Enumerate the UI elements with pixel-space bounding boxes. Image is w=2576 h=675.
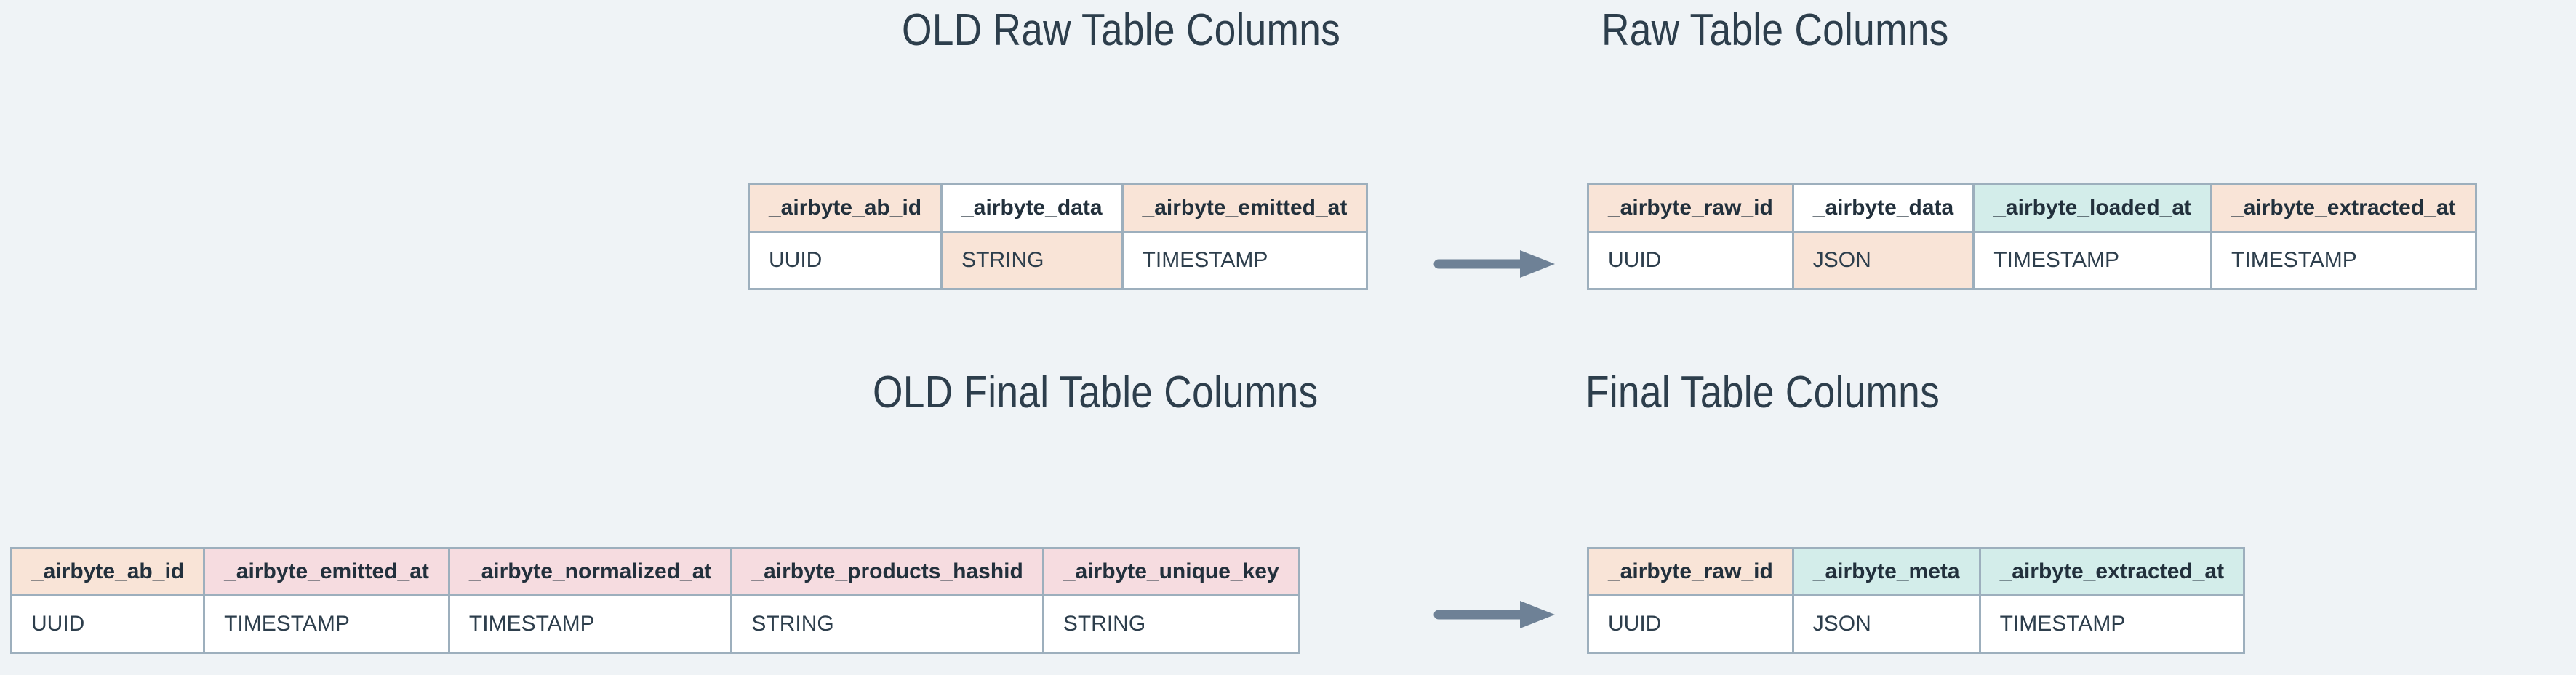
column-type-cell: TIMESTAMP xyxy=(2210,233,2475,288)
table-new-final: _airbyte_raw_id_airbyte_meta_airbyte_ext… xyxy=(1587,547,2246,654)
column-header-cell: _airbyte_data xyxy=(940,185,1121,233)
arrow-right-icon-final xyxy=(1433,598,1559,631)
table-header-row: _airbyte_raw_id_airbyte_data_airbyte_loa… xyxy=(1589,185,2475,233)
column-type-cell: TIMESTAMP xyxy=(1972,233,2211,288)
column-type-cell: UUID xyxy=(1589,233,1792,288)
column-type-cell: JSON xyxy=(1791,596,1979,652)
column-header-cell: _airbyte_normalized_at xyxy=(447,549,731,596)
title-new-raw-table: Raw Table Columns xyxy=(1601,5,1949,55)
column-header-cell: _airbyte_emitted_at xyxy=(203,549,448,596)
column-type-cell: STRING xyxy=(730,596,1042,652)
title-old-raw-table: OLD Raw Table Columns xyxy=(902,5,1341,55)
table-header-row: _airbyte_raw_id_airbyte_meta_airbyte_ext… xyxy=(1589,549,2244,596)
column-type-cell: TIMESTAMP xyxy=(1978,596,2244,652)
column-header-cell: _airbyte_raw_id xyxy=(1589,549,1792,596)
column-header-cell: _airbyte_data xyxy=(1791,185,1973,233)
column-type-cell: JSON xyxy=(1791,233,1973,288)
table-old-final: _airbyte_ab_id_airbyte_emitted_at_airbyt… xyxy=(10,547,1300,654)
column-type-cell: TIMESTAMP xyxy=(1121,233,1367,288)
table-old-raw: _airbyte_ab_id_airbyte_data_airbyte_emit… xyxy=(748,183,1369,290)
column-header-cell: _airbyte_loaded_at xyxy=(1972,185,2211,233)
column-type-cell: UUID xyxy=(750,233,941,288)
column-header-cell: _airbyte_ab_id xyxy=(750,185,941,233)
title-old-final-table: OLD Final Table Columns xyxy=(873,367,1319,418)
column-header-cell: _airbyte_raw_id xyxy=(1589,185,1792,233)
column-header-cell: _airbyte_emitted_at xyxy=(1121,185,1367,233)
column-type-cell: STRING xyxy=(1041,596,1298,652)
title-new-final-table: Final Table Columns xyxy=(1585,367,1940,418)
column-header-cell: _airbyte_extracted_at xyxy=(2210,185,2475,233)
column-type-cell: TIMESTAMP xyxy=(203,596,448,652)
column-type-cell: UUID xyxy=(1589,596,1792,652)
arrow-right-icon-raw xyxy=(1433,247,1559,281)
column-type-cell: STRING xyxy=(940,233,1121,288)
column-header-cell: _airbyte_products_hashid xyxy=(730,549,1042,596)
column-type-cell: UUID xyxy=(12,596,204,652)
column-header-cell: _airbyte_ab_id xyxy=(12,549,204,596)
column-type-cell: TIMESTAMP xyxy=(447,596,731,652)
column-header-cell: _airbyte_meta xyxy=(1791,549,1979,596)
table-header-row: _airbyte_ab_id_airbyte_emitted_at_airbyt… xyxy=(12,549,1298,596)
column-header-cell: _airbyte_extracted_at xyxy=(1978,549,2244,596)
table-new-raw: _airbyte_raw_id_airbyte_data_airbyte_loa… xyxy=(1587,183,2477,290)
table-header-row: _airbyte_ab_id_airbyte_data_airbyte_emit… xyxy=(750,185,1367,233)
column-header-cell: _airbyte_unique_key xyxy=(1041,549,1298,596)
